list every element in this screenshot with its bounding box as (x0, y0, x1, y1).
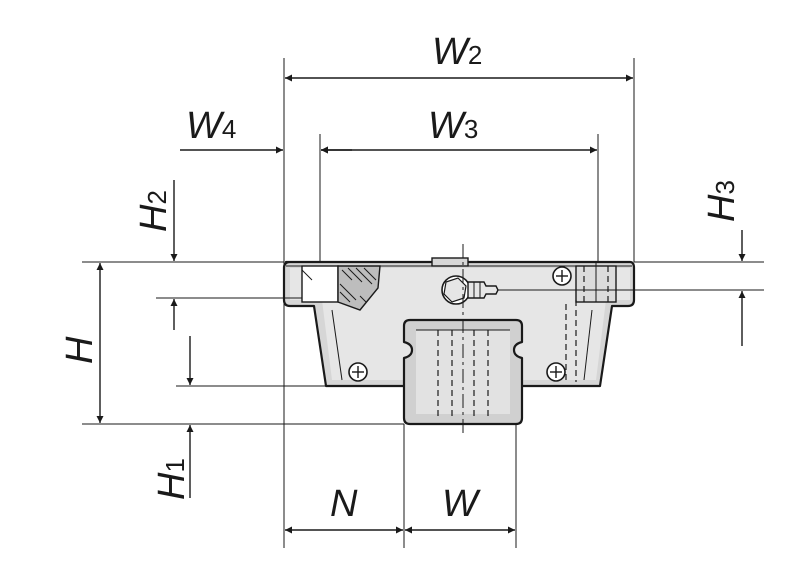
screw-icon (552, 266, 572, 286)
label-W2: W2 (432, 31, 482, 73)
label-H: H (59, 336, 101, 364)
label-H2: H2 (133, 190, 175, 232)
label-H3: H3 (701, 180, 743, 222)
dim-W3: W3 (321, 105, 597, 154)
screw-icon (546, 362, 566, 382)
left-mounting-hole (301, 265, 381, 311)
right-mounting-hole (575, 262, 617, 303)
dim-W4: W4 (180, 105, 352, 154)
dim-W: W (405, 483, 515, 534)
dim-W2: W2 (285, 31, 633, 82)
screw-icon (348, 362, 368, 382)
label-H1: H1 (151, 458, 193, 500)
dim-H2: H2 (133, 180, 178, 330)
dim-H1: H1 (151, 336, 194, 500)
label-N: N (330, 483, 358, 525)
dim-N: N (285, 483, 403, 534)
extension-lines (82, 58, 764, 548)
label-W3: W3 (428, 105, 478, 147)
label-W4: W4 (186, 105, 236, 147)
label-W: W (442, 483, 481, 525)
dim-H: H (59, 263, 104, 423)
dim-H3: H3 (701, 180, 746, 346)
